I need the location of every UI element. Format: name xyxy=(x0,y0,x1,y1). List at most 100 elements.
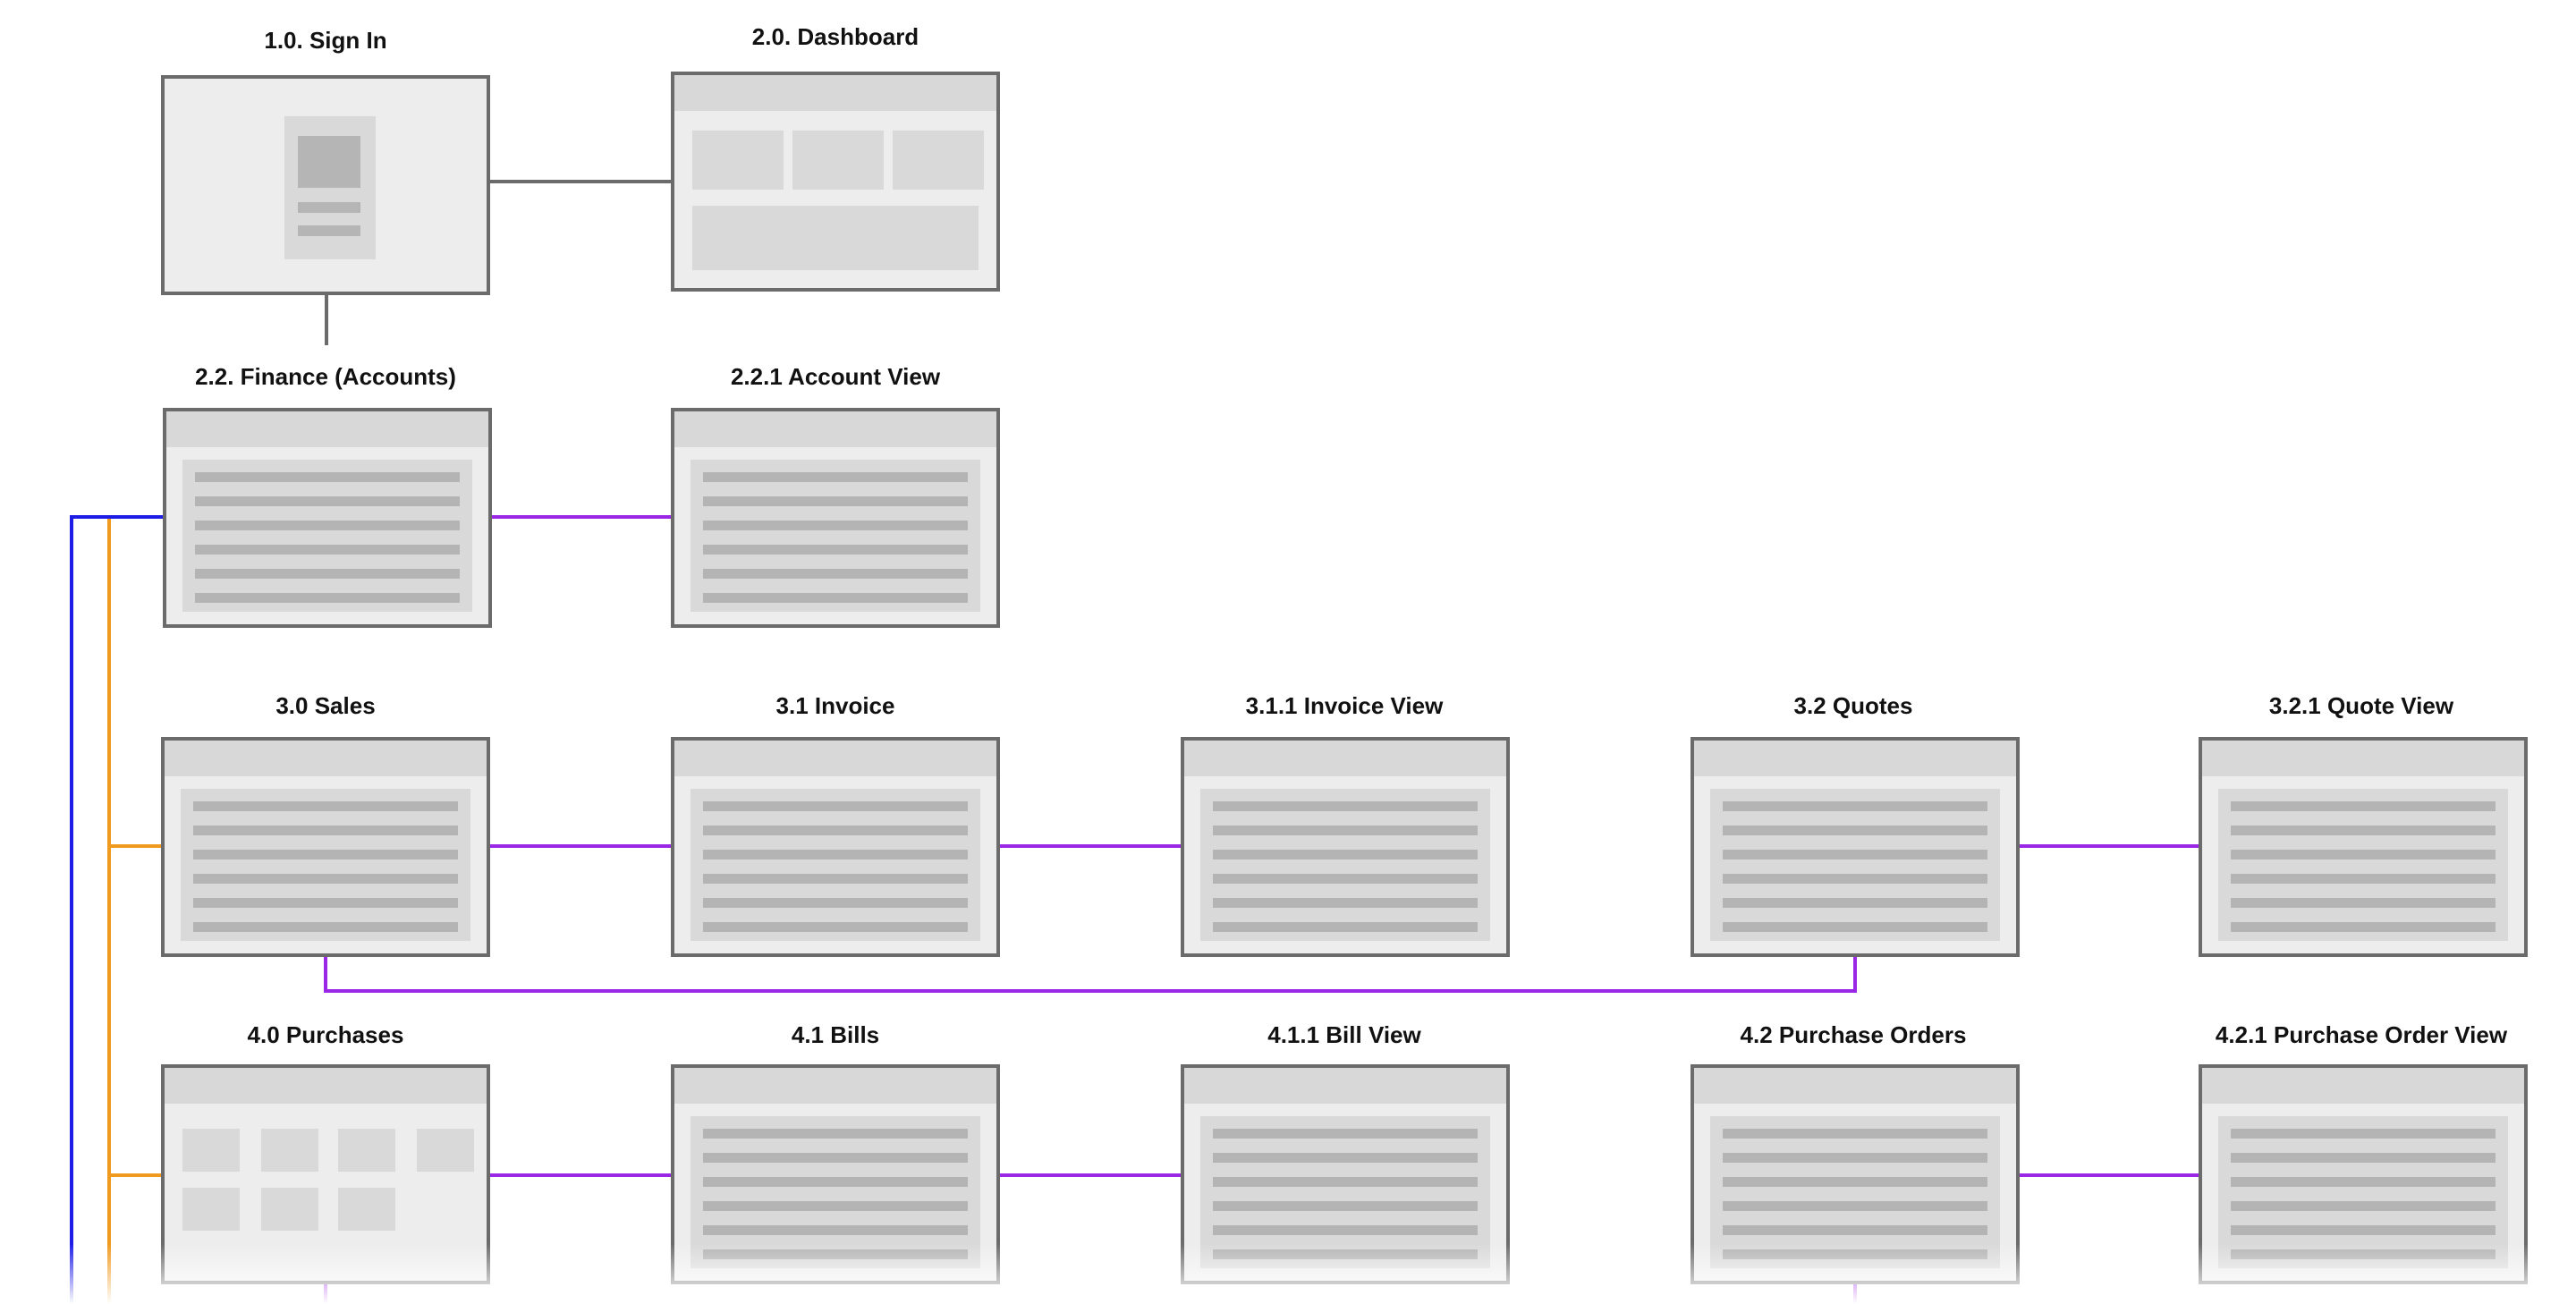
list-row-placeholder xyxy=(2231,1177,2496,1187)
window-titlebar xyxy=(165,1068,487,1104)
node-title-invoice: 3.1 Invoice xyxy=(775,692,895,719)
list-row-placeholder xyxy=(703,545,968,555)
list-row-placeholder xyxy=(703,898,968,908)
node-title-dashboard: 2.0. Dashboard xyxy=(751,23,919,50)
dashboard-tile xyxy=(893,131,984,190)
screen-invoice[interactable] xyxy=(671,737,1000,957)
list-row-placeholder xyxy=(703,521,968,530)
window-titlebar xyxy=(2202,1068,2524,1104)
window-titlebar xyxy=(674,1068,996,1104)
thumbnail-tile xyxy=(338,1129,395,1172)
screen-invoice-view[interactable] xyxy=(1181,737,1510,957)
list-row-placeholder xyxy=(2231,898,2496,908)
list-row-placeholder xyxy=(703,1177,968,1187)
list-row-placeholder xyxy=(2231,826,2496,835)
list-row-placeholder xyxy=(193,826,458,835)
list-row-placeholder xyxy=(1723,922,1987,932)
list-row-placeholder xyxy=(195,569,460,579)
list-row-placeholder xyxy=(703,1201,968,1211)
list-row-placeholder xyxy=(1213,826,1478,835)
list-row-placeholder xyxy=(193,801,458,811)
list-row-placeholder xyxy=(703,496,968,506)
list-row-placeholder xyxy=(2231,874,2496,884)
list-panel xyxy=(182,460,472,612)
node-title-sign-in: 1.0. Sign In xyxy=(264,27,387,54)
dashboard-panel xyxy=(692,206,979,270)
list-row-placeholder xyxy=(703,850,968,859)
screen-finance[interactable] xyxy=(163,408,492,628)
list-row-placeholder xyxy=(1213,874,1478,884)
window-titlebar xyxy=(674,741,996,776)
window-titlebar xyxy=(1184,741,1506,776)
node-title-invoice-view: 3.1.1 Invoice View xyxy=(1245,692,1444,719)
bottom-fade-overlay xyxy=(0,1243,2576,1304)
list-row-placeholder xyxy=(1723,898,1987,908)
screen-sales[interactable] xyxy=(161,737,490,957)
list-row-placeholder xyxy=(2231,850,2496,859)
screen-account-view[interactable] xyxy=(671,408,1000,628)
list-row-placeholder xyxy=(2231,922,2496,932)
node-title-quote-view: 3.2.1 Quote View xyxy=(2268,692,2454,719)
node-title-finance: 2.2. Finance (Accounts) xyxy=(195,363,456,390)
list-row-placeholder xyxy=(703,593,968,603)
list-row-placeholder xyxy=(703,874,968,884)
list-panel xyxy=(2218,789,2508,941)
screen-quotes[interactable] xyxy=(1690,737,2020,957)
list-panel xyxy=(691,460,980,612)
list-row-placeholder xyxy=(1213,922,1478,932)
node-title-sales: 3.0 Sales xyxy=(275,692,376,719)
list-row-placeholder xyxy=(1213,801,1478,811)
dashboard-tile xyxy=(692,131,784,190)
list-row-placeholder xyxy=(195,545,460,555)
screen-sign-in[interactable] xyxy=(161,75,490,295)
list-row-placeholder xyxy=(1213,898,1478,908)
window-titlebar xyxy=(165,741,487,776)
window-titlebar xyxy=(1694,1068,2016,1104)
node-title-bill-view: 4.1.1 Bill View xyxy=(1267,1021,1421,1048)
list-row-placeholder xyxy=(193,922,458,932)
node-title-purchase-orders: 4.2 Purchase Orders xyxy=(1740,1021,1967,1048)
thumbnail-tile xyxy=(338,1188,395,1231)
list-row-placeholder xyxy=(1213,850,1478,859)
dashboard-tile xyxy=(792,131,884,190)
node-title-account-view: 2.2.1 Account View xyxy=(730,363,941,390)
window-titlebar xyxy=(674,411,996,447)
list-row-placeholder xyxy=(2231,1153,2496,1163)
list-row-placeholder xyxy=(703,569,968,579)
list-row-placeholder xyxy=(195,496,460,506)
window-titlebar xyxy=(674,75,996,111)
list-row-placeholder xyxy=(1723,850,1987,859)
thumbnail-tile xyxy=(182,1188,240,1231)
window-titlebar xyxy=(1694,741,2016,776)
list-row-placeholder xyxy=(2231,1225,2496,1235)
window-titlebar xyxy=(2202,741,2524,776)
node-title-bills: 4.1 Bills xyxy=(791,1021,880,1048)
list-panel xyxy=(1710,789,2000,941)
list-row-placeholder xyxy=(1723,826,1987,835)
list-row-placeholder xyxy=(703,1225,968,1235)
list-row-placeholder xyxy=(1723,1153,1987,1163)
thumbnail-tile xyxy=(417,1129,474,1172)
list-row-placeholder xyxy=(193,850,458,859)
list-row-placeholder xyxy=(2231,801,2496,811)
list-row-placeholder xyxy=(1723,1225,1987,1235)
list-row-placeholder xyxy=(1213,1201,1478,1211)
list-row-placeholder xyxy=(193,874,458,884)
screen-dashboard[interactable] xyxy=(671,72,1000,292)
list-row-placeholder xyxy=(195,472,460,482)
list-row-placeholder xyxy=(1213,1177,1478,1187)
login-field-placeholder xyxy=(298,225,360,236)
list-row-placeholder xyxy=(1213,1153,1478,1163)
screen-quote-view[interactable] xyxy=(2199,737,2528,957)
list-panel xyxy=(1200,789,1490,941)
list-row-placeholder xyxy=(2231,1129,2496,1139)
list-row-placeholder xyxy=(1213,1129,1478,1139)
list-row-placeholder xyxy=(1213,1225,1478,1235)
node-title-purchase-order-view: 4.2.1 Purchase Order View xyxy=(2215,1021,2508,1048)
login-avatar-placeholder xyxy=(298,136,360,188)
list-row-placeholder xyxy=(703,1153,968,1163)
list-row-placeholder xyxy=(195,521,460,530)
list-row-placeholder xyxy=(193,898,458,908)
list-row-placeholder xyxy=(195,593,460,603)
